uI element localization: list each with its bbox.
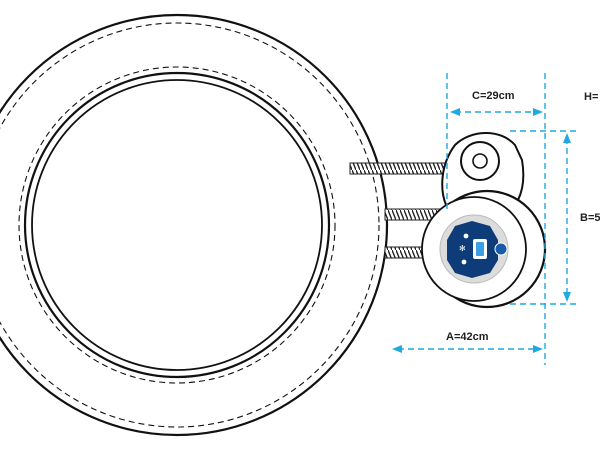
control-panel: ✻ [447,221,508,278]
dimension-h-label: H= [584,91,598,103]
status-dot-icon [461,259,467,265]
status-dot-icon [463,233,469,239]
dimension-c-label: C=29cm [472,90,515,102]
rim-outer-edge [23,71,331,379]
rim-inner-edge [31,79,323,371]
tire-inner-dashed [18,66,336,384]
button-icon [494,242,508,256]
dimension-arrows [392,108,571,353]
pulley-axle [472,153,488,169]
threaded-rod [349,162,451,175]
tire [0,13,389,437]
tire-outer-dashed [0,22,380,428]
pulley-housing [441,132,525,207]
motor-hub: ✻ [421,189,547,309]
dimension-a-label: A=42cm [446,331,489,343]
snowflake-icon: ✻ [459,244,466,253]
dimension-lines [398,73,580,365]
dimension-b-label: B=5 [580,212,600,224]
tire-outer-edge [0,13,389,437]
